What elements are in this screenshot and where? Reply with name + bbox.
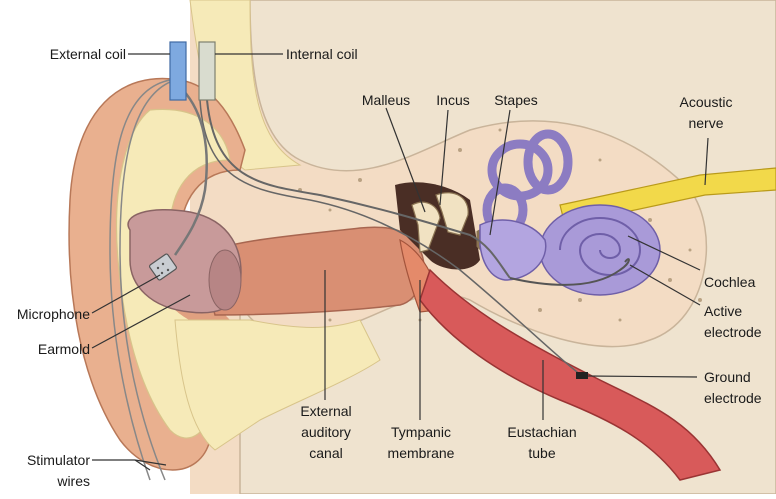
label-malleus: Malleus bbox=[361, 92, 411, 108]
label-stapes: Stapes bbox=[494, 92, 538, 108]
ground-electrode-shape bbox=[576, 372, 588, 379]
label-stimulator-wires-line1: Stimulator bbox=[26, 452, 90, 468]
label-internal-coil: Internal coil bbox=[286, 46, 358, 62]
malleus-shape bbox=[411, 201, 441, 253]
label-cochlea: Cochlea bbox=[704, 274, 756, 290]
label-ground-electrode-line2: electrode bbox=[704, 390, 762, 406]
external-coil-shape bbox=[169, 41, 187, 101]
label-external-auditory-canal-line3: canal bbox=[309, 445, 343, 461]
cochlea-shape bbox=[479, 204, 661, 296]
label-earmold: Earmold bbox=[37, 341, 90, 357]
label-external-auditory-canal-line2: auditory bbox=[301, 424, 351, 440]
lower-tissue bbox=[174, 319, 381, 451]
label-stimulator-wires-line2: wires bbox=[57, 473, 90, 489]
external-wire bbox=[173, 84, 208, 256]
label-eustachian-tube-line1: Eustachian bbox=[507, 424, 577, 440]
label-tympanic-membrane-line1: Tympanic bbox=[391, 424, 451, 440]
microphone-shape bbox=[149, 253, 177, 281]
label-incus: Incus bbox=[436, 92, 470, 108]
label-active-electrode-line2: electrode bbox=[704, 324, 762, 340]
leader-lines bbox=[91, 53, 709, 471]
label-microphone: Microphone bbox=[16, 306, 90, 322]
internal-wire bbox=[206, 99, 511, 279]
eustachian-tube-shape bbox=[419, 268, 722, 481]
label-active-electrode-line1: Active bbox=[704, 303, 743, 319]
label-external-auditory-canal-line1: External bbox=[300, 403, 352, 419]
label-ground-electrode-line1: Ground bbox=[704, 369, 751, 385]
active-electrode-wire bbox=[509, 258, 630, 286]
label-eustachian-tube-line2: tube bbox=[528, 445, 556, 461]
stimulator-wire-1 bbox=[109, 79, 171, 481]
label-acoustic-nerve-line2: nerve bbox=[688, 115, 724, 131]
earmold-tip bbox=[208, 249, 242, 311]
label-tympanic-membrane-line2: membrane bbox=[387, 445, 455, 461]
label-external-coil: External coil bbox=[49, 46, 126, 62]
stimulator-wire-2 bbox=[119, 79, 176, 481]
incus-shape bbox=[435, 192, 469, 236]
label-acoustic-nerve-line1: Acoustic bbox=[679, 94, 733, 110]
internal-coil-shape bbox=[198, 41, 216, 101]
internal-wire-2 bbox=[199, 99, 586, 379]
